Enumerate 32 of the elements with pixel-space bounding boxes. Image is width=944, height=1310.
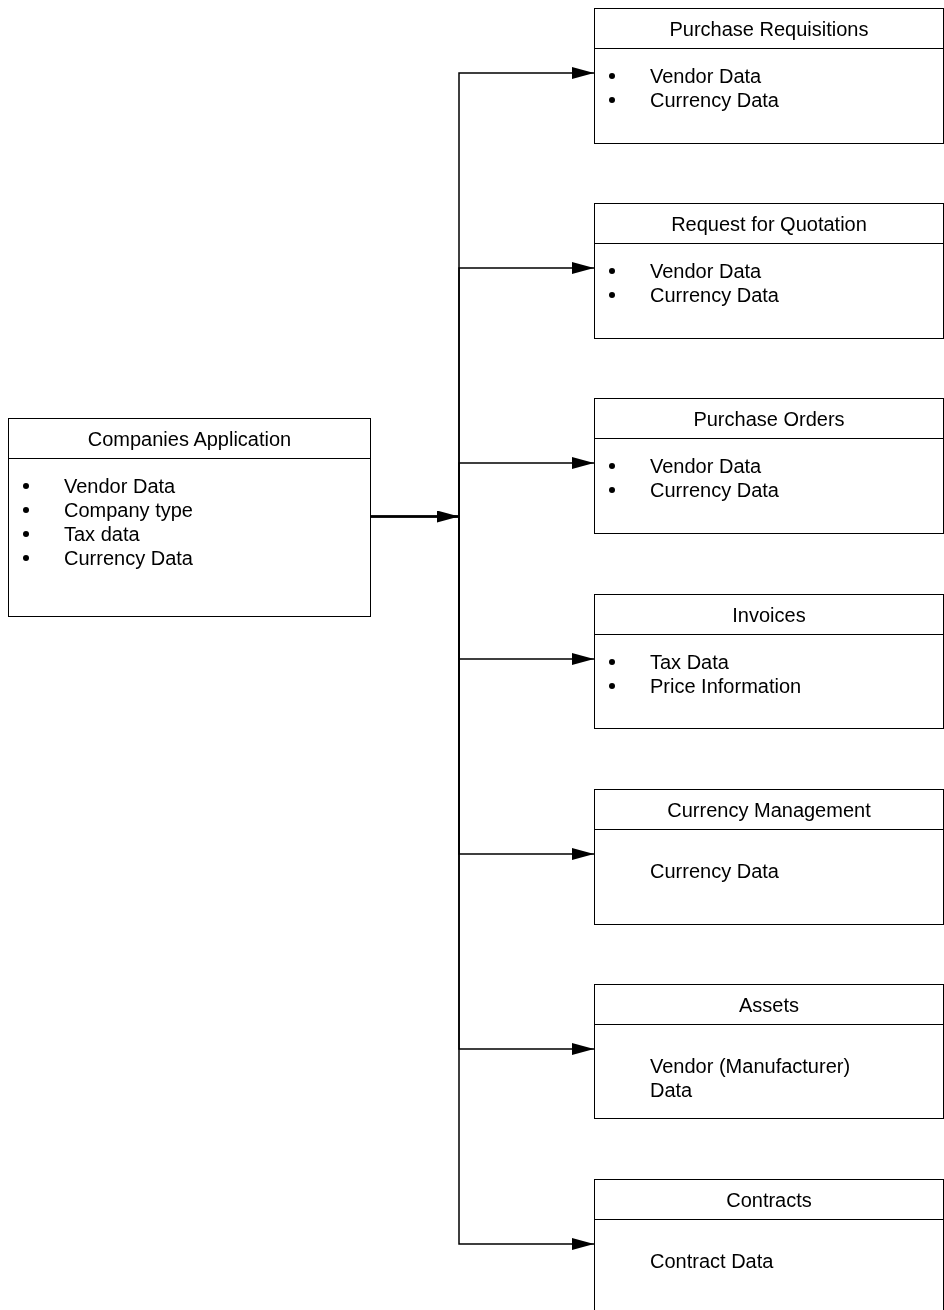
body-text: Contract Data xyxy=(650,1249,775,1273)
body-text: Vendor (Manufacturer) Data xyxy=(650,1054,852,1102)
box-title: Contracts xyxy=(725,1188,813,1213)
bullet-item: Tax Data xyxy=(609,650,802,674)
entity-box xyxy=(594,984,944,1119)
entity-box xyxy=(594,8,944,144)
box-title: Currency Management xyxy=(666,798,872,823)
box-title: Invoices xyxy=(731,603,807,628)
entity-box xyxy=(594,203,944,339)
box-title: Request for Quotation xyxy=(670,212,868,237)
bullet-item: Vendor Data xyxy=(609,454,779,478)
entity-box xyxy=(594,594,944,729)
arrow xyxy=(370,510,460,523)
bullet-item: Currency Data xyxy=(609,478,779,502)
bullet-item: Vendor Data xyxy=(609,259,779,283)
box-title: Purchase Orders xyxy=(692,407,846,432)
bullet-item: Tax data xyxy=(23,522,193,546)
entity-box xyxy=(8,418,371,617)
bullet-item: Currency Data xyxy=(609,283,779,307)
bullet-item: Currency Data xyxy=(609,88,779,112)
bullet-item: Company type xyxy=(23,498,193,522)
box-title: Purchase Requisitions xyxy=(668,17,870,42)
bullet-item: Currency Data xyxy=(23,546,193,570)
entity-box xyxy=(594,1179,944,1310)
entity-box xyxy=(594,398,944,534)
box-title: Assets xyxy=(738,993,800,1018)
body-text: Currency Data xyxy=(650,859,780,883)
bullet-item: Vendor Data xyxy=(609,64,779,88)
bullet-item: Vendor Data xyxy=(23,474,193,498)
entity-box xyxy=(594,789,944,925)
bullet-item: Price Information xyxy=(609,674,802,698)
box-title: Companies Application xyxy=(86,427,293,452)
